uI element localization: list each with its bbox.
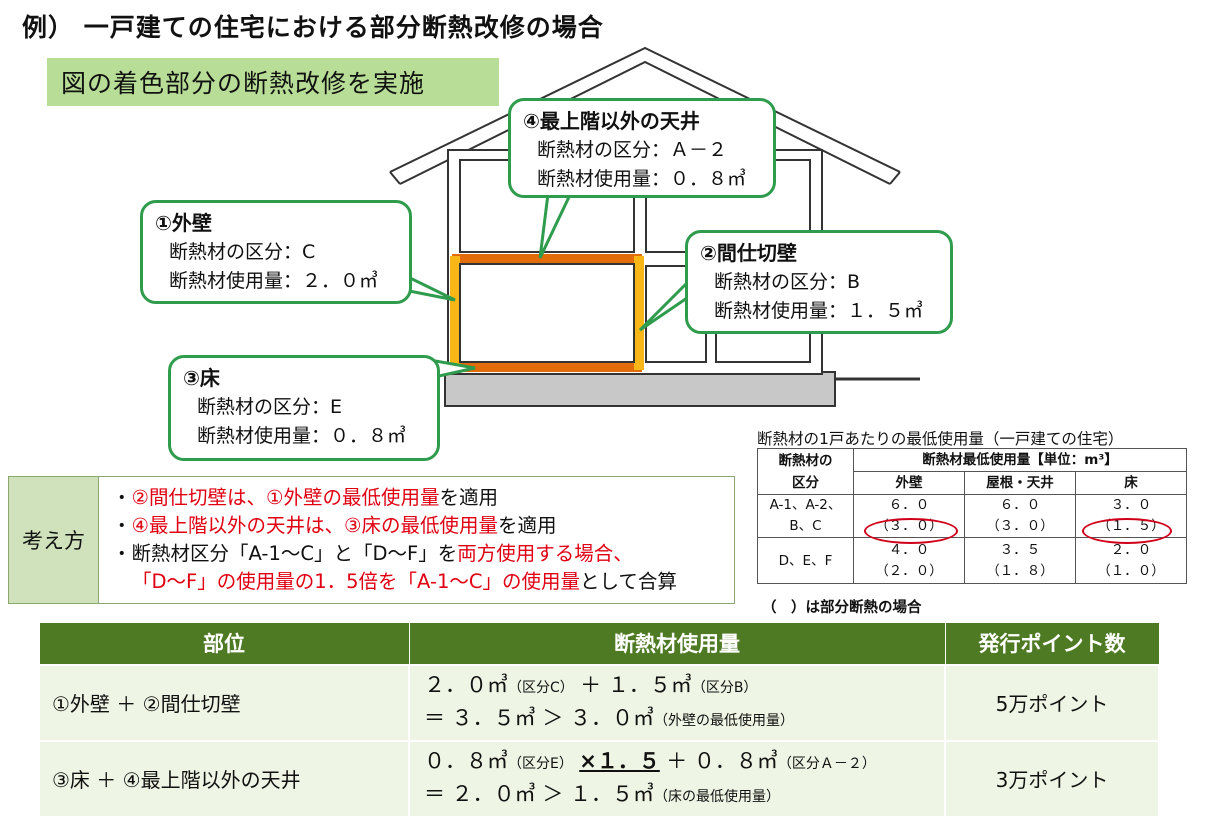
- roof-left-edge: [389, 171, 401, 185]
- cell-part: ③床 ＋ ④最上階以外の天井: [38, 739, 410, 818]
- min-usage-table: 断熱材の区分 断熱材最低使用量【単位：m³】 外壁 屋根・天井 床 A-1、A-…: [757, 448, 1187, 584]
- callout-title: ③床: [183, 366, 220, 390]
- floor-insulation: [452, 362, 642, 372]
- min-table-caption: 断熱材の1戸あたりの最低使用量（一戸建ての住宅）: [757, 430, 1124, 448]
- callout-line: 断熱材の区分：E: [197, 396, 343, 418]
- callout-upper-ceiling: ④最上階以外の天井 断熱材の区分：Ａ－２ 断熱材使用量：０．８㎥: [508, 98, 776, 198]
- min-table-col: 屋根・天井: [964, 471, 1076, 495]
- highlight-oval-floor: [1082, 518, 1172, 544]
- callout-line: 断熱材使用量：０．８㎥: [537, 168, 747, 190]
- callout-partition-wall: ②間仕切壁 断熱材の区分：B 断熱材使用量：１．５㎥: [685, 230, 953, 334]
- highlight-oval-wall: [864, 518, 958, 544]
- min-table-col: 床: [1075, 471, 1187, 495]
- points-table: 部位 断熱材使用量 発行ポイント数 ①外壁 ＋ ②間仕切壁 ２．０㎥（区分C） …: [38, 622, 1160, 818]
- target-room: [459, 263, 635, 363]
- cell-points: 5万ポイント: [944, 663, 1160, 742]
- roof-right-edge: [889, 171, 901, 185]
- approach-item: ・④最上階以外の天井は、③床の最低使用量を適用: [112, 514, 557, 537]
- min-table-cell: ２．０（１．０）: [1075, 537, 1187, 584]
- callout-title: ①外壁: [155, 211, 212, 235]
- min-table-cell: ３．５（１．８）: [964, 537, 1076, 584]
- min-table-cell: ４．０（２．０）: [853, 537, 965, 584]
- min-table-cat: A-1、A-2、B、C: [757, 494, 854, 538]
- callout-title: ④最上階以外の天井: [523, 109, 700, 133]
- approach-heading: 考え方: [8, 476, 99, 604]
- min-table-usage-header: 断熱材最低使用量【単位：m³】: [853, 448, 1187, 472]
- min-table-cat: D、E、F: [757, 537, 854, 584]
- approach-item: 「D～F」の使用量の1．5倍を「A-1～C」の使用量として合算: [132, 570, 677, 593]
- foundation: [444, 371, 836, 407]
- cell-usage: ０．８㎥（区分E） ×１．５ ＋ ０．８㎥（区分Ａ－２） ＝ ２．０㎥ ＞ １．…: [408, 739, 946, 818]
- min-table-cell: ６．０（３．０）: [964, 494, 1076, 538]
- callout-title: ②間仕切壁: [700, 241, 797, 265]
- callout-line: 断熱材使用量：０．８㎥: [197, 425, 407, 447]
- approach-list: ・②間仕切壁は、①外壁の最低使用量を適用 ・④最上階以外の天井は、③床の最低使用…: [112, 484, 677, 596]
- roof-inner: [399, 60, 891, 185]
- callout-line: 断熱材の区分：Ａ－２: [537, 139, 728, 161]
- header-usage: 断熱材使用量: [408, 622, 946, 665]
- min-table-note: （ ）は部分断熱の場合: [762, 600, 922, 616]
- callout-floor: ③床 断熱材の区分：E 断熱材使用量：０．８㎥: [168, 355, 440, 461]
- callout-line: 断熱材の区分：B: [714, 271, 861, 293]
- cell-points: 3万ポイント: [944, 739, 1160, 818]
- table-row: ①外壁 ＋ ②間仕切壁 ２．０㎥（区分C） ＋ １．５㎥（区分B） ＝ ３．５㎥…: [38, 663, 1160, 742]
- banner: 図の着色部分の断熱改修を実施: [47, 58, 499, 106]
- ceiling-insulation: [452, 254, 642, 264]
- partition-wall-insulation: [634, 256, 644, 370]
- header-part: 部位: [38, 622, 410, 665]
- header-points: 発行ポイント数: [944, 622, 1160, 665]
- cell-usage: ２．０㎥（区分C） ＋ １．５㎥（区分B） ＝ ３．５㎥ ＞ ３．０㎥（外壁の最…: [408, 663, 946, 742]
- approach-item: ・②間仕切壁は、①外壁の最低使用量を適用: [112, 486, 498, 509]
- roof-outer: [389, 46, 901, 173]
- table-row: ③床 ＋ ④最上階以外の天井 ０．８㎥（区分E） ×１．５ ＋ ０．８㎥（区分Ａ…: [38, 739, 1160, 818]
- callout-line: 断熱材の区分：C: [169, 241, 316, 263]
- callout-line: 断熱材使用量：１．５㎥: [714, 300, 924, 322]
- min-table-category-header: 断熱材の区分: [757, 448, 854, 495]
- min-table-col: 外壁: [853, 471, 965, 495]
- callout-line: 断熱材使用量：２．０㎥: [169, 270, 379, 292]
- callout-exterior-wall: ①外壁 断熱材の区分：C 断熱材使用量：２．０㎥: [140, 200, 412, 304]
- exterior-wall-insulation: [450, 256, 460, 370]
- banner-text: 図の着色部分の断熱改修を実施: [61, 69, 426, 98]
- approach-item: ・断熱材区分「A-1～C」と「D～F」を両方使用する場合、: [112, 542, 633, 565]
- page-title: 例） 一戸建ての住宅における部分断熱改修の場合: [22, 13, 604, 42]
- cell-part: ①外壁 ＋ ②間仕切壁: [38, 663, 410, 742]
